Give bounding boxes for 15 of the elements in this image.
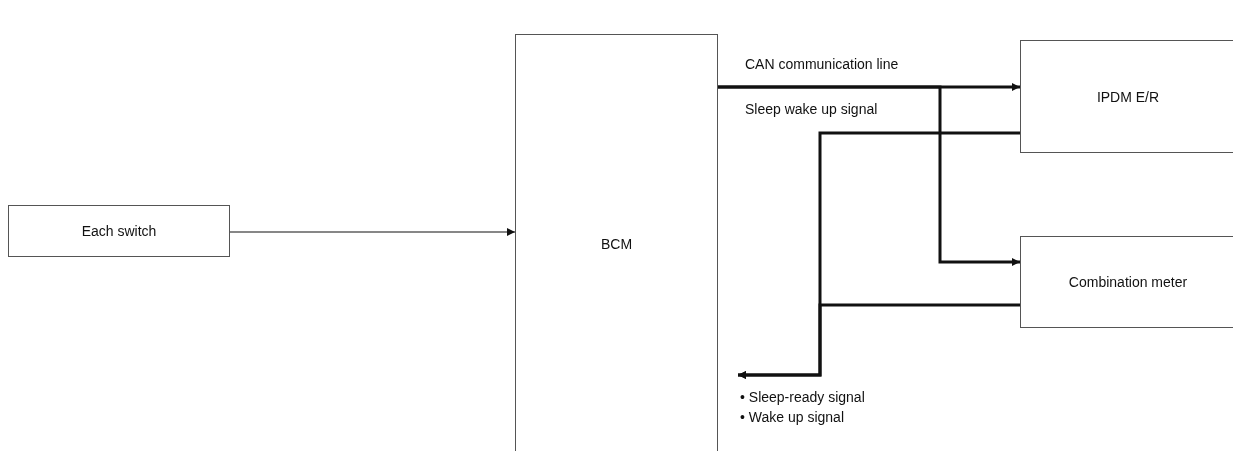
edge-label: CAN communication line [745,56,899,72]
arrow [738,303,1020,379]
edge-label: Sleep wake up signal [745,101,878,117]
module-name: IPDM E/R [1096,88,1160,105]
module-box [1020,40,1233,153]
module-name: Each switch [81,223,157,239]
module-name: BCM [600,236,633,252]
arrow [718,85,1020,266]
signal-note: • Wake up signal [740,409,844,425]
signal-note: • Sleep-ready signal [740,389,865,405]
arrow [229,228,516,236]
module-box [1020,236,1233,328]
module-box [8,205,230,257]
module-name: Combination meter [1068,274,1188,290]
module-box [515,34,718,451]
